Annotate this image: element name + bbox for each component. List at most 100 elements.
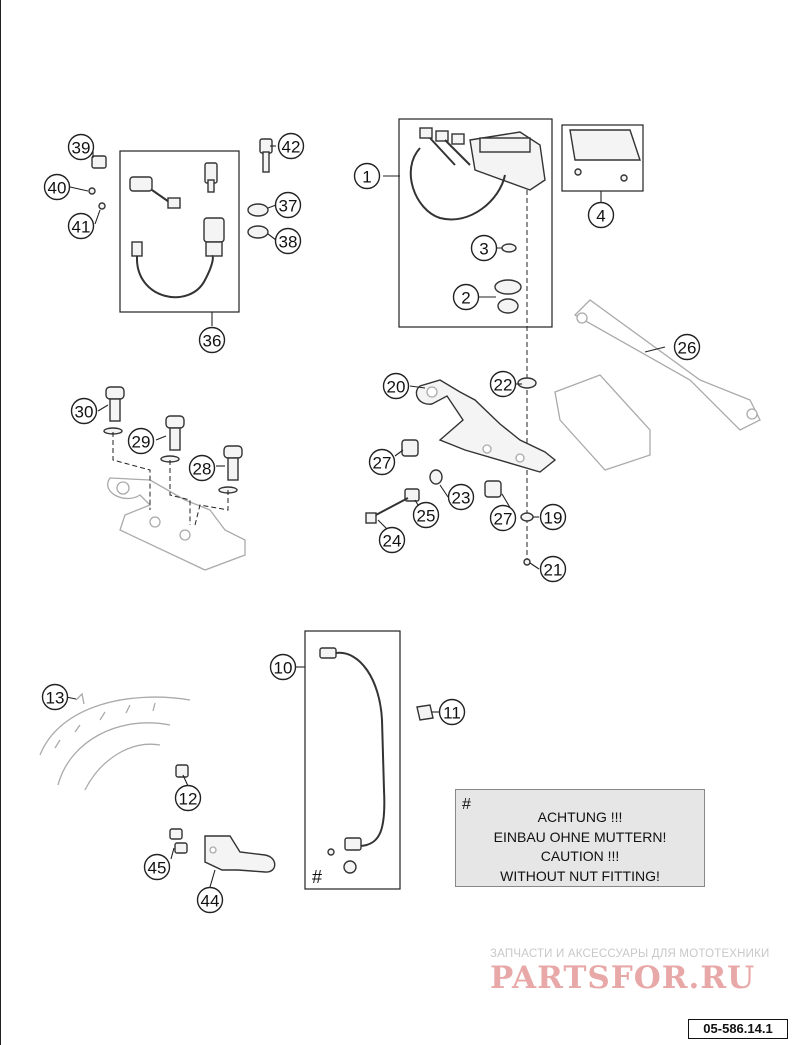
- callout-circle: [489, 504, 517, 532]
- callout-label: 19: [544, 509, 563, 528]
- note-line: CAUTION !!!: [540, 848, 620, 864]
- cable-clip-part: [416, 704, 434, 721]
- callout-39: 39: [67, 133, 95, 161]
- callout-4: 4: [587, 201, 615, 229]
- callout-11: 11: [438, 698, 466, 726]
- callout-30: 30: [70, 397, 98, 425]
- callout-label: 2: [461, 289, 470, 308]
- callout-label: 30: [75, 403, 94, 422]
- callout-label: 27: [373, 454, 392, 473]
- callout-circle: [188, 454, 216, 482]
- sensor-cable-part: [319, 647, 386, 874]
- callout-26: 26: [673, 333, 701, 361]
- bolt-parts-28-30: [103, 386, 243, 494]
- callout-38: 38: [274, 227, 302, 255]
- callout-circle: [274, 191, 302, 219]
- callout-3: 3: [470, 234, 498, 262]
- callout-circle: [539, 503, 567, 531]
- hash-mark: #: [312, 867, 322, 887]
- note-line: ACHTUNG !!!: [537, 809, 623, 825]
- callout-23: 23: [447, 483, 475, 511]
- group-box-cover: [561, 124, 644, 192]
- callout-circle: [143, 853, 171, 881]
- callout-label: 36: [203, 332, 222, 351]
- callout-circle: [274, 227, 302, 255]
- callout-label: 44: [201, 892, 220, 911]
- callout-circle: [41, 683, 69, 711]
- callout-circle: [412, 501, 440, 529]
- holder-plate-part: [554, 299, 761, 471]
- small-parts-39-40-41: [88, 155, 107, 210]
- diagram-code: 05-586.14.1: [688, 1019, 788, 1039]
- callout-27: 27: [368, 448, 396, 476]
- sensor-bracket-part: [204, 835, 276, 873]
- cover-part: [569, 129, 641, 182]
- callout-label: 3: [479, 240, 488, 259]
- callout-circle: [67, 133, 95, 161]
- callout-label: 21: [544, 561, 563, 580]
- callout-circle: [70, 397, 98, 425]
- callout-circle: [438, 698, 466, 726]
- callout-circle: [196, 886, 224, 914]
- callout-20: 20: [382, 372, 410, 400]
- callout-label: 41: [72, 218, 91, 237]
- note-symbol: #: [462, 796, 471, 813]
- hardware-parts-19-27: [365, 377, 537, 566]
- group-box-speedometer: [398, 118, 553, 328]
- callout-19: 19: [539, 503, 567, 531]
- callout-22: 22: [489, 370, 517, 398]
- callout-label: 4: [596, 207, 605, 226]
- callout-25: 25: [412, 501, 440, 529]
- callout-36: 36: [198, 326, 226, 354]
- callout-42: 42: [277, 132, 305, 160]
- callout-circle: [174, 784, 202, 812]
- callout-45: 45: [143, 853, 171, 881]
- callout-circle: [447, 483, 475, 511]
- callout-label: 29: [132, 433, 151, 452]
- callout-29: 29: [127, 427, 155, 455]
- warning-note: # ACHTUNG !!! EINBAU OHNE MUTTERN! CAUTI…: [455, 789, 705, 887]
- callout-label: 37: [279, 197, 298, 216]
- callout-label: 39: [72, 139, 91, 158]
- rings-37-38: [247, 203, 269, 239]
- callout-44: 44: [196, 886, 224, 914]
- callout-circle: [353, 162, 381, 190]
- callout-circle: [67, 212, 95, 240]
- brake-disc-part: [39, 692, 191, 791]
- callout-circle: [489, 370, 517, 398]
- callout-label: 25: [417, 507, 436, 526]
- callout-label: 38: [279, 233, 298, 252]
- callout-21: 21: [539, 555, 567, 583]
- callout-label: 28: [193, 460, 212, 479]
- callout-circle: [269, 653, 297, 681]
- callout-circle: [277, 132, 305, 160]
- callout-circle: [378, 526, 406, 554]
- callout-27: 27: [489, 504, 517, 532]
- page-border-line: [0, 0, 1, 1045]
- callout-label: 27: [494, 510, 513, 529]
- callout-13: 13: [41, 683, 69, 711]
- callout-label: 42: [282, 138, 301, 157]
- callout-label: 24: [383, 532, 402, 551]
- callout-37: 37: [274, 191, 302, 219]
- bracket-part: [415, 379, 557, 473]
- callout-circle: [382, 372, 410, 400]
- callout-label: 26: [678, 339, 697, 358]
- callout-circle: [368, 448, 396, 476]
- callout-layer: 1234101112131920212223242526272728293036…: [41, 132, 701, 914]
- fork-bridge-part: [107, 477, 246, 571]
- callout-label: 1: [362, 168, 371, 187]
- ignition-lock-part: [129, 162, 225, 299]
- callout-label: 22: [494, 376, 513, 395]
- callout-circle: [198, 326, 226, 354]
- callout-label: 40: [48, 179, 67, 198]
- key-part: [259, 138, 273, 173]
- callout-28: 28: [188, 454, 216, 482]
- callout-12: 12: [174, 784, 202, 812]
- callout-label: 12: [179, 790, 198, 809]
- callout-label: 20: [387, 378, 406, 397]
- callout-10: 10: [269, 653, 297, 681]
- callout-circle: [43, 173, 71, 201]
- callout-circle: [470, 234, 498, 262]
